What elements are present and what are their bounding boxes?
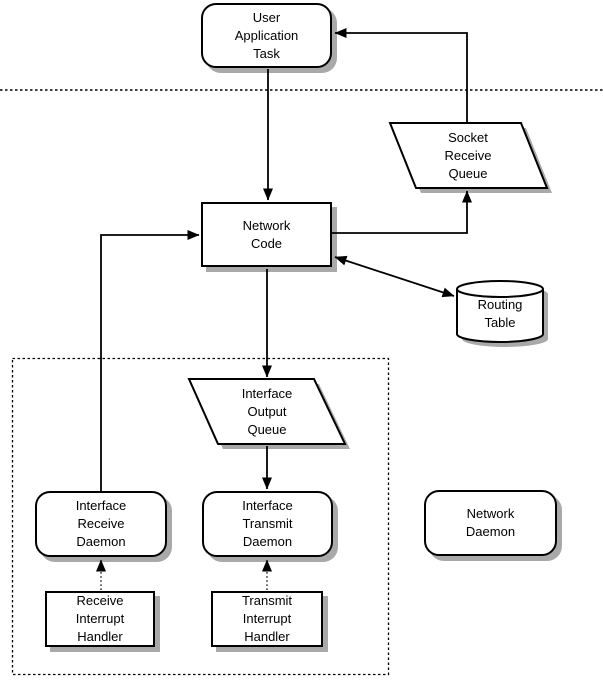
node-user-application-task: User Application Task — [201, 3, 332, 68]
receive-interrupt-handler-label: Receive Interrupt Handler — [75, 593, 125, 644]
user-application-task-label: User Application Task — [234, 9, 299, 61]
edge-socket-receive-queue-to-user-application-task — [334, 28, 468, 123]
interface-transmit-daemon-label: Interface Transmit Daemon — [242, 498, 293, 549]
edge-network-code-routing-table-bidirectional — [334, 255, 455, 298]
node-interface-receive-daemon: Interface Receive Daemon — [35, 491, 167, 557]
transmit-interrupt-handler-label: Transmit Interrupt Handler — [241, 593, 293, 644]
node-network-daemon: Network Daemon — [424, 490, 557, 556]
network-code-label: Network Code — [242, 217, 291, 251]
interface-output-queue-label: Interface Output Queue — [241, 385, 293, 437]
routing-table-label: Routing Table — [477, 296, 523, 330]
node-socket-receive-queue: Socket Receive Queue — [403, 127, 533, 184]
node-interface-output-queue: Interface Output Queue — [202, 383, 332, 440]
network-daemon-label: Network Daemon — [465, 506, 516, 539]
socket-receive-queue-label: Socket Receive Queue — [444, 129, 492, 181]
edge-network-code-to-socket-receive-queue — [332, 190, 472, 234]
node-network-code: Network Code — [201, 202, 332, 267]
edge-interface-receive-daemon-to-network-code — [100, 230, 200, 491]
node-interface-transmit-daemon: Interface Transmit Daemon — [202, 491, 333, 557]
node-routing-table: Routing Table — [445, 291, 555, 336]
node-receive-interrupt-handler: Receive Interrupt Handler — [45, 591, 155, 647]
node-transmit-interrupt-handler: Transmit Interrupt Handler — [211, 591, 323, 647]
interface-receive-daemon-label: Interface Receive Daemon — [75, 498, 127, 549]
